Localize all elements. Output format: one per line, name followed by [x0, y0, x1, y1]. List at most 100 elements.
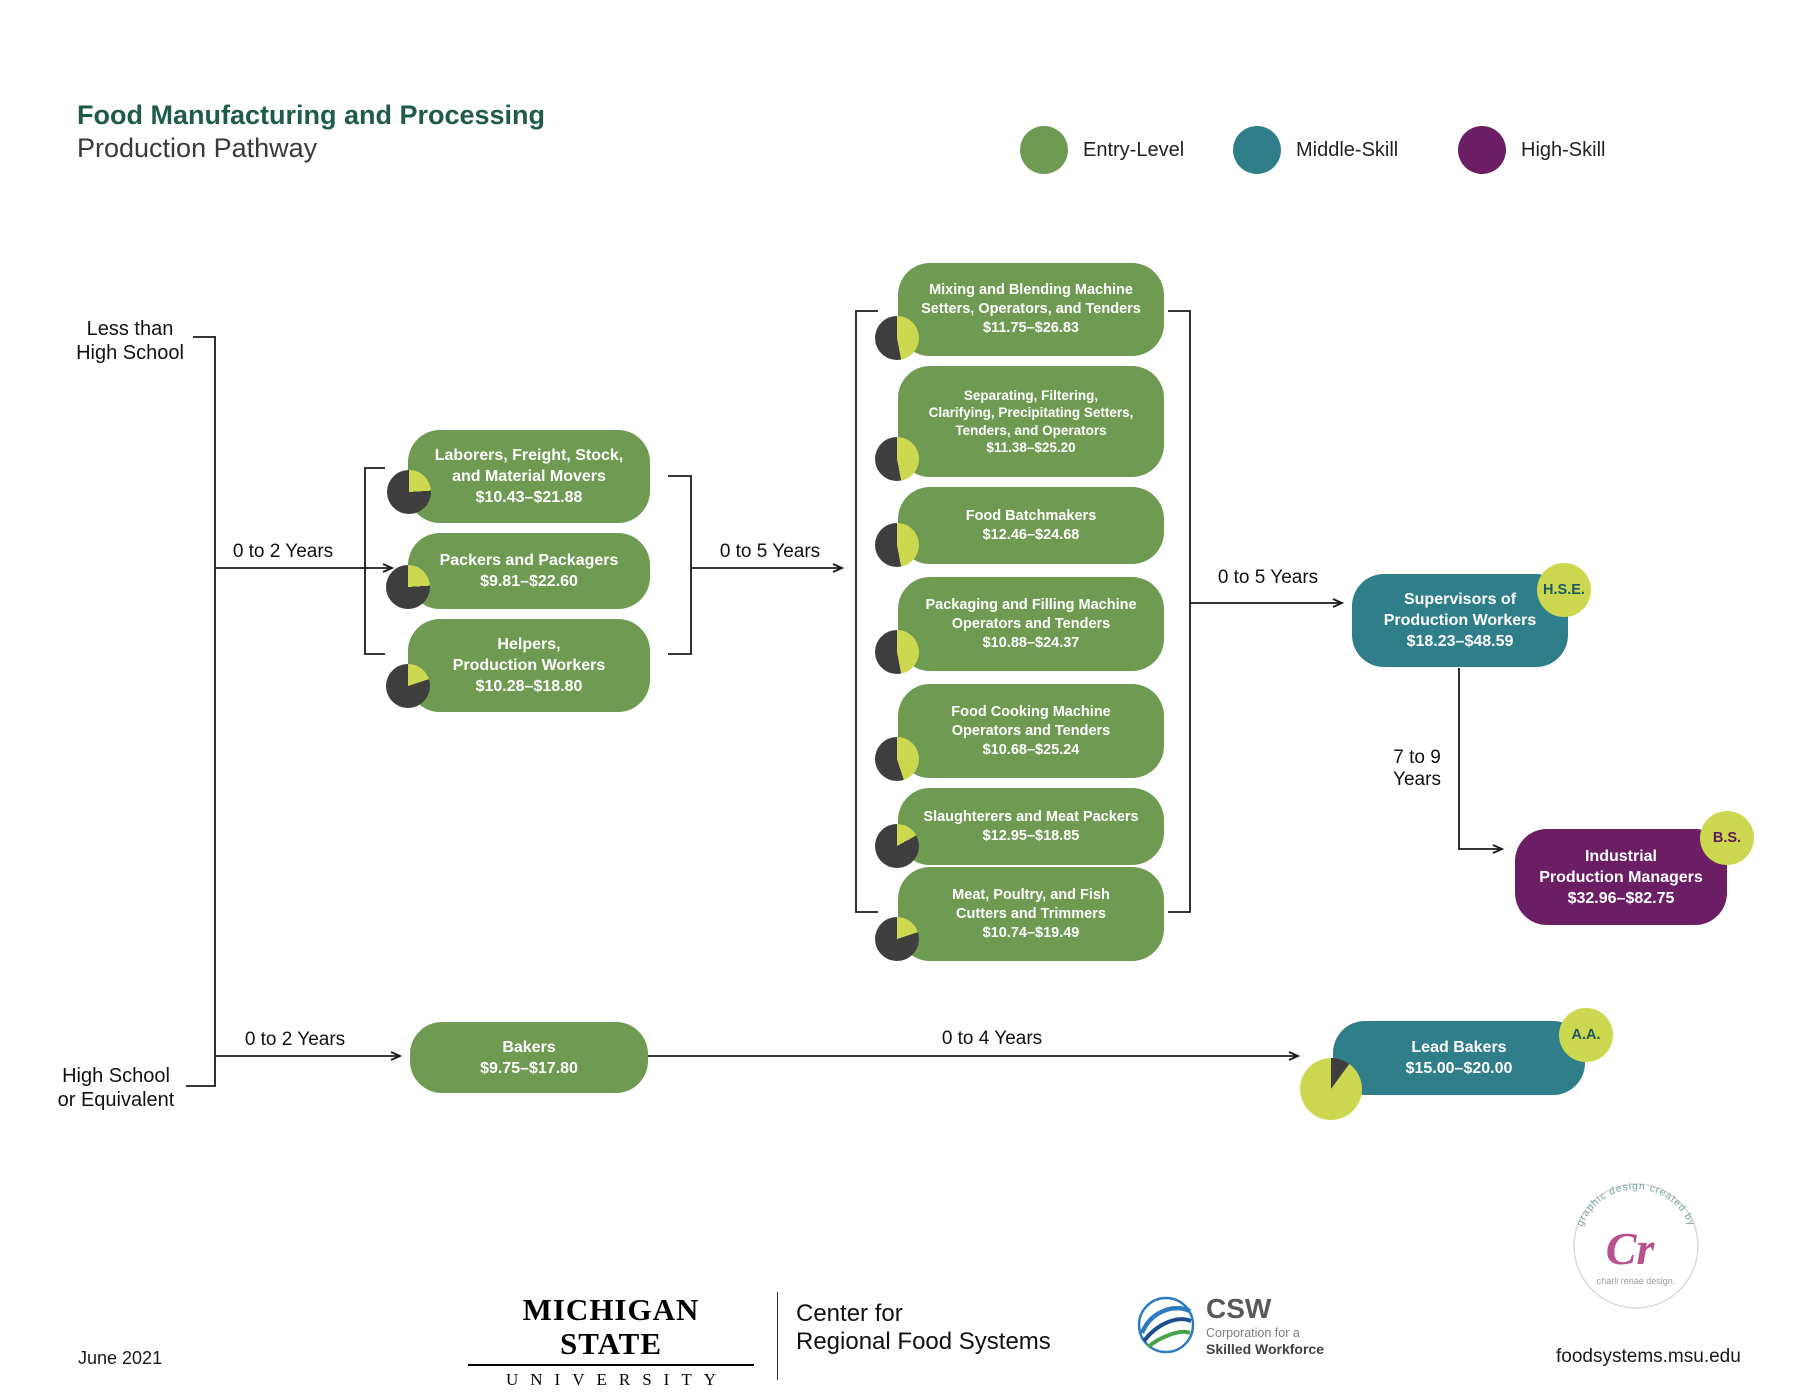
job-box-food-batchmakers: Food Batchmakers $12.46–$24.68	[898, 487, 1164, 564]
job-box-supervisors: Supervisors of Production Workers $18.23…	[1352, 574, 1568, 667]
job-salary: $32.96–$82.75	[1567, 889, 1675, 907]
edge-supervisors-to-managers-arrow	[1458, 668, 1505, 854]
msu-line1: MICHIGAN STATE	[522, 1292, 700, 1361]
cooking-pie-icon	[875, 737, 919, 781]
job-title: Lead Bakers	[1411, 1039, 1507, 1056]
job-box-separating-filtering: Separating, Filtering, Clarifying, Preci…	[898, 366, 1164, 477]
job-salary: $10.43–$21.88	[475, 489, 583, 506]
job-title: Packers and Packagers	[439, 552, 619, 569]
job-title: Meat, Poultry, and Fish Cutters and Trim…	[952, 886, 1110, 922]
helpers-pie-icon	[386, 664, 430, 708]
job-salary: $18.23–$48.59	[1406, 633, 1514, 650]
job-title: Packaging and Filling Machine Operators …	[925, 596, 1137, 632]
job-box-slaughterers: Slaughterers and Meat Packers $12.95–$18…	[898, 788, 1164, 865]
website-url: foodsystems.msu.edu	[1556, 1346, 1741, 1367]
job-title: Bakers	[502, 1038, 556, 1056]
hse-credential-badge: H.S.E.	[1537, 563, 1591, 617]
job-salary: $9.75–$17.80	[480, 1059, 578, 1077]
job-salary: $15.00–$20.00	[1405, 1060, 1513, 1077]
job-box-food-cooking: Food Cooking Machine Operators and Tende…	[898, 684, 1164, 778]
mixing-pie-icon	[875, 316, 919, 360]
crfs-line1: Center for	[796, 1300, 903, 1327]
meat-cutters-pie-icon	[875, 917, 919, 961]
separating-pie-icon	[875, 437, 919, 481]
job-salary: $11.38–$25.20	[986, 440, 1076, 455]
msu-wordmark: MICHIGAN STATE UNIVERSITY	[468, 1293, 754, 1390]
legend-item-high-skill: High-Skill	[1458, 126, 1605, 174]
job-box-laborers: Laborers, Freight, Stock, and Material M…	[408, 430, 650, 523]
header: Food Manufacturing and Processing Produc…	[77, 99, 545, 165]
bracket-col1-left	[364, 467, 385, 655]
csw-line1: Corporation for a	[1206, 1326, 1300, 1340]
crfs-wordmark: Center for Regional Food Systems	[796, 1300, 1051, 1356]
msu-rule	[468, 1364, 754, 1366]
job-title: Industrial Production Managers	[1539, 847, 1703, 886]
duration-label-0-4-years: 0 to 4 Years	[941, 1028, 1043, 1049]
legend-item-entry-level: Entry-Level	[1020, 126, 1184, 174]
job-salary: $10.74–$19.49	[982, 924, 1080, 941]
job-title: Separating, Filtering, Clarifying, Preci…	[928, 387, 1134, 438]
job-salary: $10.68–$25.24	[982, 741, 1080, 758]
credit-monogram: Cr	[1606, 1223, 1656, 1274]
crfs-line2: Regional Food Systems	[796, 1328, 1051, 1355]
aa-credential-badge: A.A.	[1559, 1008, 1613, 1062]
legend-label: High-Skill	[1521, 138, 1606, 161]
msu-line2: UNIVERSITY	[506, 1370, 728, 1389]
job-salary: $12.95–$18.85	[982, 827, 1080, 844]
packers-pie-icon	[386, 565, 430, 609]
duration-label-0-2-years-top: 0 to 2 Years	[232, 541, 334, 562]
job-title: Slaughterers and Meat Packers	[923, 808, 1139, 825]
job-title: Supervisors of Production Workers	[1383, 591, 1537, 629]
publication-date: June 2021	[78, 1348, 163, 1368]
job-box-meat-cutters: Meat, Poultry, and Fish Cutters and Trim…	[898, 867, 1164, 961]
duration-label-0-2-years-bottom: 0 to 2 Years	[244, 1029, 346, 1050]
job-salary: $11.75–$26.83	[983, 320, 1079, 336]
lead-bakers-pie-icon	[1300, 1058, 1362, 1120]
legend-label: Entry-Level	[1083, 138, 1185, 161]
job-box-packers: Packers and Packagers $9.81–$22.60	[408, 533, 650, 609]
laborers-pie-icon	[387, 470, 431, 514]
bracket-col2-left	[855, 310, 878, 913]
packaging-pie-icon	[875, 630, 919, 674]
edge-entry-points-spine	[186, 336, 216, 1087]
job-salary: $10.88–$24.37	[982, 634, 1080, 651]
duration-label-7-9-years: 7 to 9 Years	[1393, 747, 1441, 790]
job-title: Laborers, Freight, Stock, and Material M…	[434, 447, 624, 485]
csw-logo-block: CSW Corporation for a Skilled Workforce	[1136, 1295, 1324, 1357]
duration-label-0-5-years-second: 0 to 5 Years	[1217, 567, 1319, 588]
csw-text: CSW Corporation for a Skilled Workforce	[1206, 1293, 1325, 1358]
job-box-helpers: Helpers, Production Workers $10.28–$18.8…	[408, 619, 650, 712]
duration-label-0-5-years-first: 0 to 5 Years	[719, 541, 821, 562]
job-box-mixing-blending: Mixing and Blending Machine Setters, Ope…	[898, 263, 1164, 356]
entry-point-less-than-high-school: Less than High School	[76, 318, 184, 364]
job-title: Food Batchmakers	[965, 507, 1097, 524]
entry-level-dot-icon	[1020, 126, 1068, 174]
job-title: Food Cooking Machine Operators and Tende…	[951, 703, 1111, 739]
job-salary: $10.28–$18.80	[475, 678, 583, 695]
job-box-lead-bakers: Lead Bakers $15.00–$20.00	[1333, 1021, 1585, 1095]
credit-circle	[1573, 1183, 1699, 1309]
legend-label: Middle-Skill	[1296, 138, 1399, 161]
csw-globe-icon	[1137, 1296, 1195, 1354]
slaughterers-pie-icon	[875, 824, 919, 868]
job-box-bakers: Bakers $9.75–$17.80	[410, 1022, 648, 1093]
designer-credit-stamp: graphic design created by Cr charli rena…	[1573, 1181, 1699, 1309]
bs-credential-badge: B.S.	[1700, 811, 1754, 865]
high-skill-dot-icon	[1458, 126, 1506, 174]
bracket-col1-right	[668, 475, 692, 655]
bracket-col2-right	[1168, 310, 1191, 913]
batchmakers-pie-icon	[875, 523, 919, 567]
job-title: Mixing and Blending Machine Setters, Ope…	[921, 282, 1141, 317]
legend-item-middle-skill: Middle-Skill	[1233, 126, 1398, 174]
job-box-packaging-filling: Packaging and Filling Machine Operators …	[898, 577, 1164, 671]
credit-name: charli renae design.	[1597, 1276, 1676, 1286]
footer-divider	[777, 1292, 778, 1380]
job-salary: $12.46–$24.68	[982, 526, 1080, 543]
csw-acronym: CSW	[1206, 1293, 1272, 1324]
job-box-industrial-production-managers: Industrial Production Managers $32.96–$8…	[1515, 829, 1727, 925]
page-title: Food Manufacturing and Processing	[77, 100, 546, 130]
entry-point-high-school-or-equivalent: High School or Equivalent	[57, 1065, 175, 1111]
csw-line2: Skilled Workforce	[1206, 1341, 1325, 1357]
